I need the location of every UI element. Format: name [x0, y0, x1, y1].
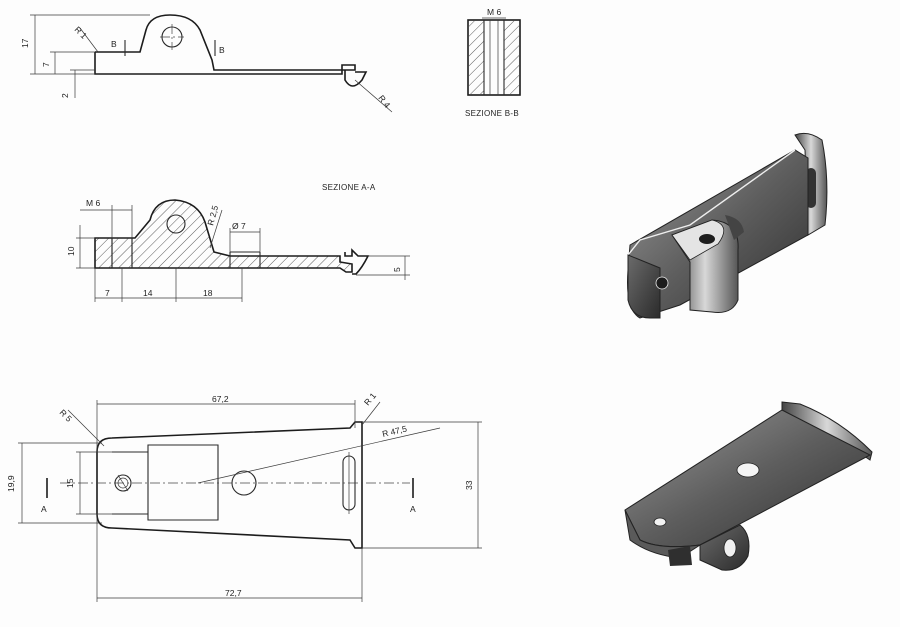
- radius-r475-label: R 47,5: [381, 424, 408, 439]
- dim-height-17: 17: [20, 38, 30, 48]
- bb-thread-label: M 6: [487, 7, 501, 17]
- dim-height-2: 2: [60, 93, 70, 98]
- section-mark-b-left: B: [111, 39, 117, 49]
- dim-height-199: 19,9: [6, 475, 16, 492]
- radius-r1-label: R 1: [73, 24, 90, 41]
- dim-height-33: 33: [464, 480, 474, 490]
- section-mark-b-right: B: [219, 45, 225, 55]
- isometric-render-top: [627, 132, 828, 319]
- dim-length-672: 67,2: [212, 394, 229, 404]
- dim-height-5: 5: [392, 267, 402, 272]
- dim-height-10: 10: [66, 246, 76, 256]
- dim-width-14: 14: [143, 288, 153, 298]
- radius-r4-label: R 4: [376, 93, 392, 110]
- top-view: A A 67,2 72,7 R 5 R 1 R 47,5 19,9 15: [6, 391, 482, 602]
- cut-label-a-left: A: [41, 504, 47, 514]
- radius-r5-label: R 5: [58, 407, 75, 424]
- dim-length-727: 72,7: [225, 588, 242, 598]
- dim-width-18: 18: [203, 288, 213, 298]
- dim-diameter-7: Ø 7: [232, 221, 246, 231]
- dim-height-7: 7: [41, 62, 51, 67]
- section-aa-title: SEZIONE A-A: [322, 183, 376, 192]
- dim-width-7: 7: [105, 288, 110, 298]
- section-bb-view: M 6 SEZIONE B-B: [465, 7, 521, 118]
- side-view: B B R 1 17 7 2 R 4: [20, 14, 393, 113]
- section-aa-view: SEZIONE A-A M 6 R 2,5 Ø 7 10 5: [66, 183, 410, 302]
- cut-label-a-right: A: [410, 504, 416, 514]
- aa-thread-label: M 6: [86, 198, 100, 208]
- radius-r1-top-label: R 1: [362, 391, 378, 408]
- dim-height-15: 15: [65, 478, 75, 488]
- isometric-render-bottom: [624, 401, 873, 571]
- section-bb-title: SEZIONE B-B: [465, 109, 519, 118]
